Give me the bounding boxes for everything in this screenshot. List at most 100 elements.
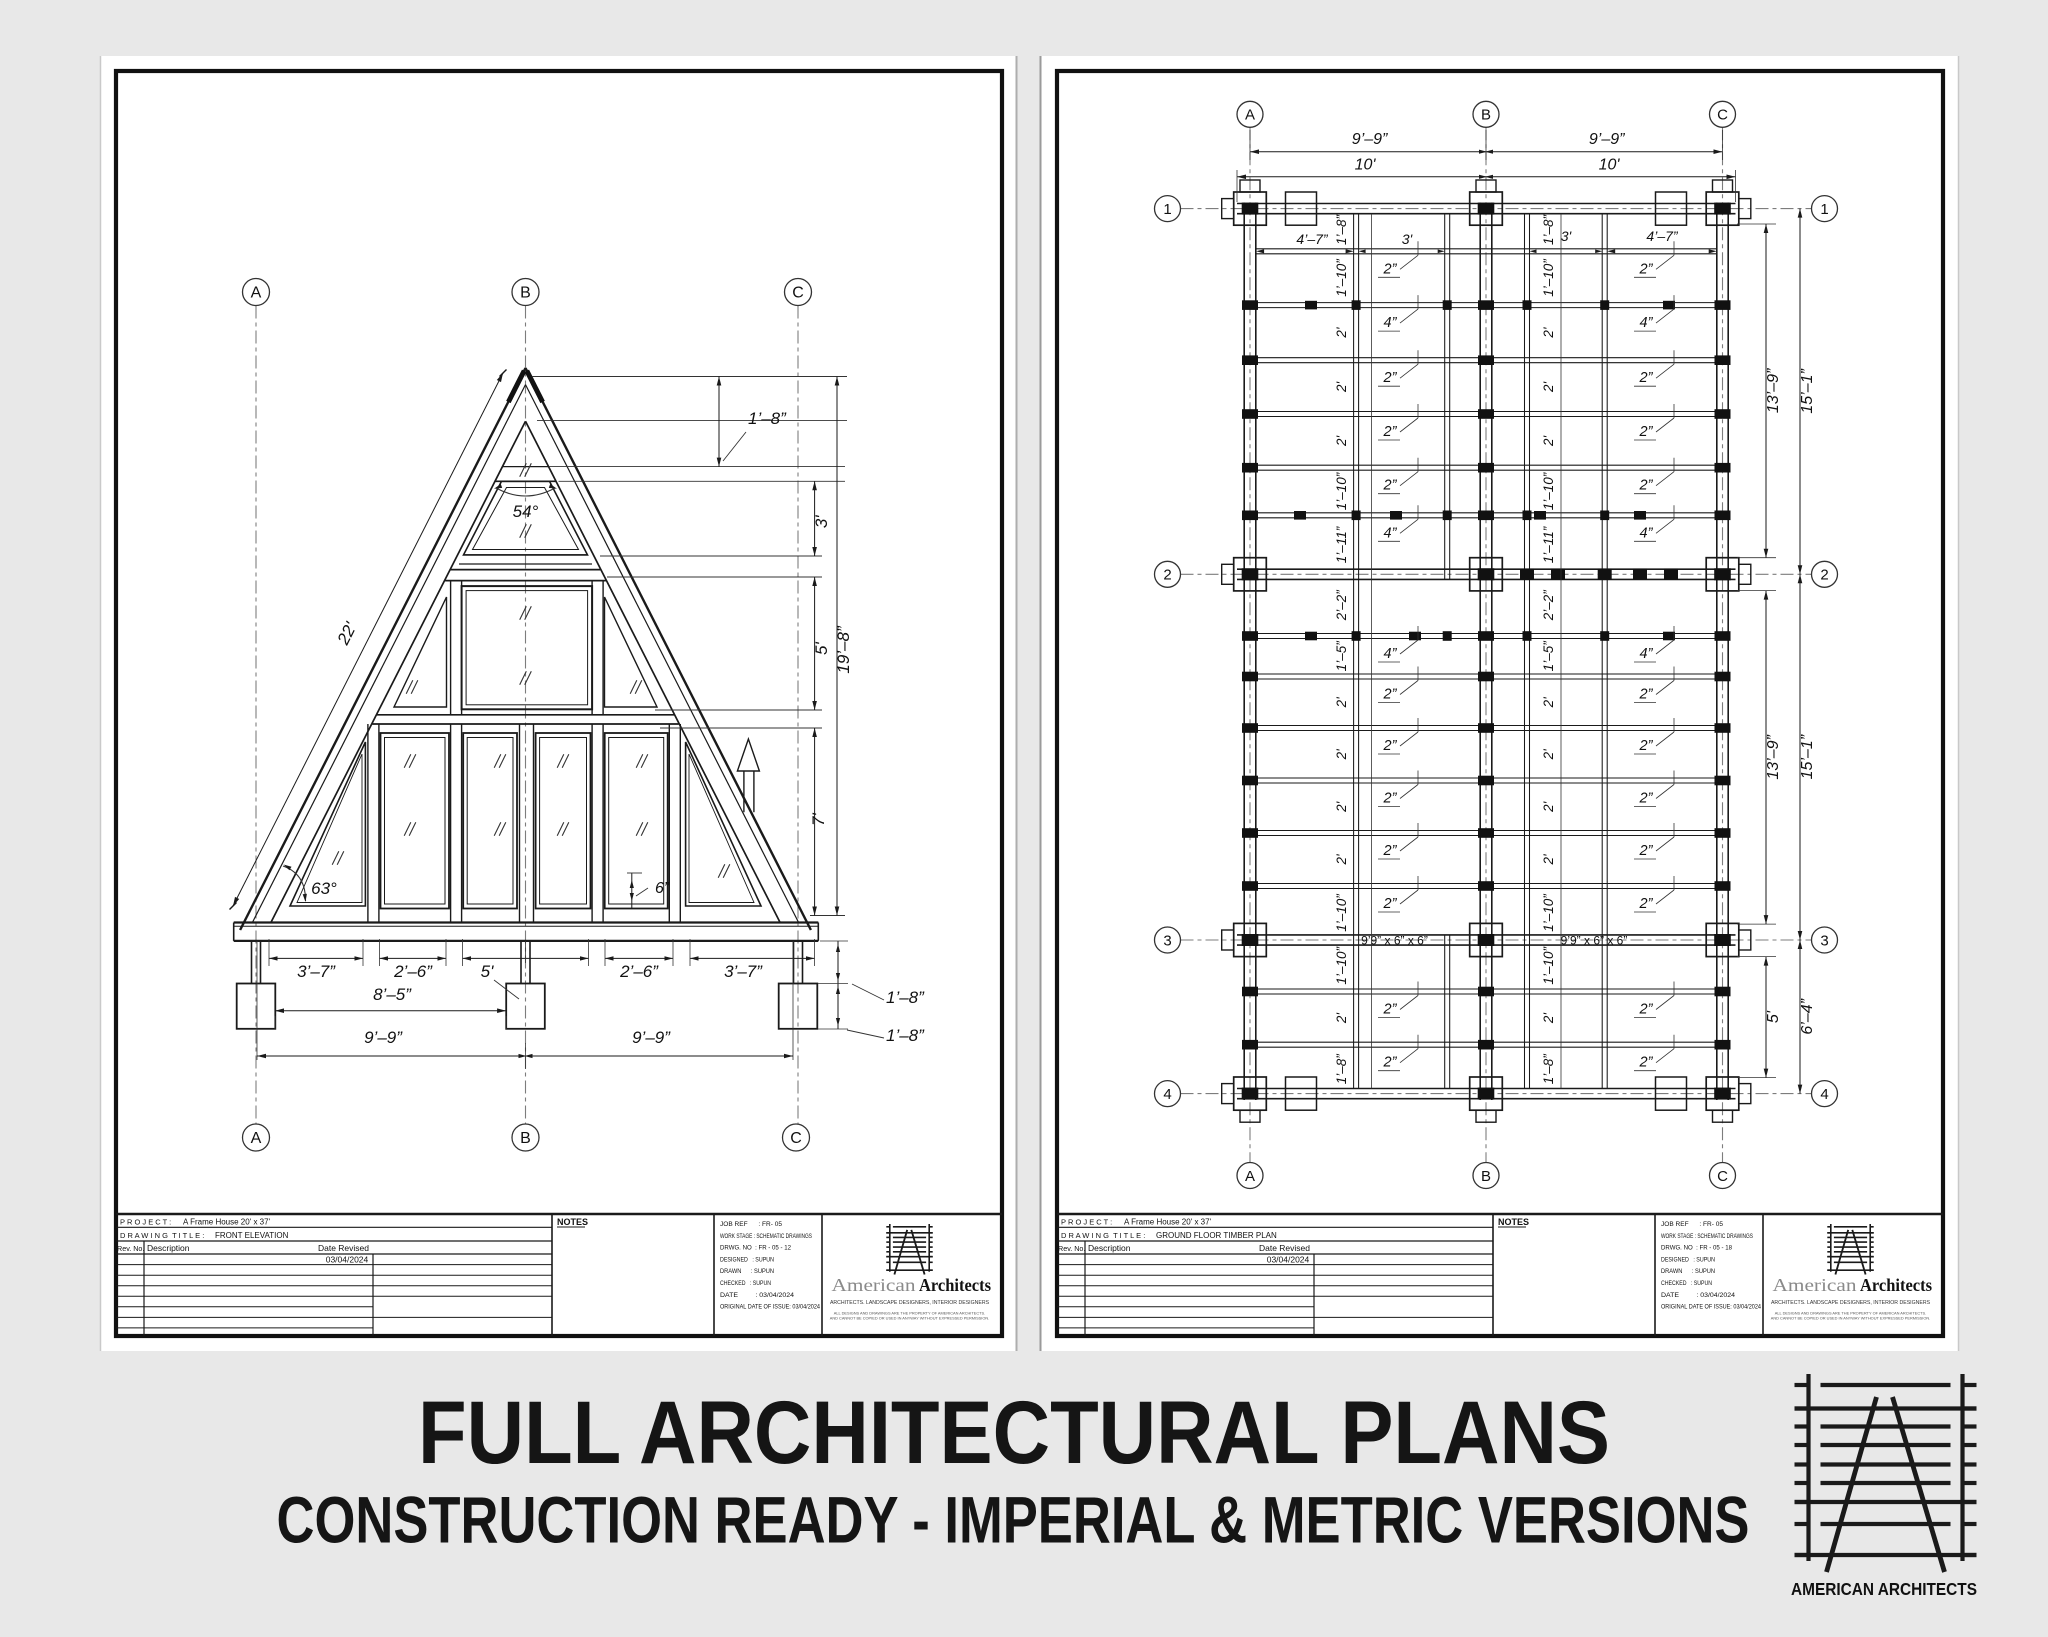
svg-text:B: B xyxy=(520,285,531,302)
svg-text:15’–1”: 15’–1” xyxy=(1799,734,1816,779)
svg-text:1’–10”: 1’–10” xyxy=(1334,259,1349,297)
svg-text:2’–2”: 2’–2” xyxy=(1334,590,1349,622)
svg-text:A: A xyxy=(1245,107,1255,124)
svg-text:DESIGNED : SUPUN: DESIGNED : SUPUN xyxy=(1661,1256,1715,1263)
svg-text:2': 2' xyxy=(1541,854,1556,866)
svg-text:2”: 2” xyxy=(1383,478,1398,494)
svg-text:3’–7”: 3’–7” xyxy=(724,962,763,981)
svg-text:American: American xyxy=(1773,1275,1857,1295)
svg-text:4”: 4” xyxy=(1384,646,1398,662)
svg-text:9’–9”: 9’–9” xyxy=(364,1028,403,1047)
svg-text:2”: 2” xyxy=(1383,791,1398,807)
svg-text:DRWG. NO : FR - 05 - 12: DRWG. NO : FR - 05 - 12 xyxy=(720,1245,792,1252)
svg-text:ALL DESIGNS AND DRAWINGS ARE T: ALL DESIGNS AND DRAWINGS ARE THE PROPERT… xyxy=(1775,1311,1926,1316)
svg-text:CONSTRUCTION READY - IMPERIAL: CONSTRUCTION READY - IMPERIAL & METRIC V… xyxy=(277,1484,1750,1557)
svg-text:2”: 2” xyxy=(1639,896,1654,912)
svg-text:2': 2' xyxy=(1541,697,1556,709)
svg-text:2': 2' xyxy=(1334,749,1349,761)
svg-text:2': 2' xyxy=(1541,1013,1556,1025)
svg-text:2: 2 xyxy=(1820,567,1828,584)
svg-text:C: C xyxy=(790,1130,802,1147)
svg-text:2”: 2” xyxy=(1383,687,1398,703)
svg-text:1’–5”: 1’–5” xyxy=(1334,641,1349,672)
svg-text:2”: 2” xyxy=(1639,843,1654,859)
svg-text:2': 2' xyxy=(1334,436,1349,448)
svg-text:A Frame House 20' x 37': A Frame House 20' x 37' xyxy=(183,1218,271,1227)
svg-text:2': 2' xyxy=(1334,327,1349,339)
svg-text:B: B xyxy=(1481,107,1491,124)
svg-text:DRAWN : SUPUN: DRAWN : SUPUN xyxy=(1661,1268,1715,1275)
svg-text:2”: 2” xyxy=(1639,1002,1654,1018)
svg-text:P R O J E C T :: P R O J E C T : xyxy=(120,1218,171,1227)
svg-text:3': 3' xyxy=(1561,228,1573,244)
svg-text:1’–10”: 1’–10” xyxy=(1541,259,1556,297)
svg-text:03/04/2024: 03/04/2024 xyxy=(1267,1255,1310,1265)
svg-text:A Frame House 20' x 37': A Frame House 20' x 37' xyxy=(1124,1218,1212,1227)
svg-text:1: 1 xyxy=(1163,201,1171,218)
svg-text:2': 2' xyxy=(1334,854,1349,866)
svg-text:C: C xyxy=(1717,1168,1728,1185)
svg-text:1’–8”: 1’–8” xyxy=(886,1026,925,1045)
svg-text:CHECKED : SUPUN: CHECKED : SUPUN xyxy=(720,1280,771,1287)
svg-text:2”: 2” xyxy=(1383,896,1398,912)
svg-text:B: B xyxy=(520,1130,531,1147)
svg-text:6”: 6” xyxy=(655,880,670,897)
svg-text:C: C xyxy=(1717,107,1728,124)
svg-text:2': 2' xyxy=(1334,1013,1349,1025)
svg-text:2’–6”: 2’–6” xyxy=(393,962,433,981)
svg-text:2”: 2” xyxy=(1639,1055,1654,1071)
svg-text:American: American xyxy=(832,1275,916,1295)
svg-text:DESIGNED : SUPUN: DESIGNED : SUPUN xyxy=(720,1256,774,1263)
svg-text:WORK STAGE : SCHEMATIC DRAWING: WORK STAGE : SCHEMATIC DRAWINGS xyxy=(720,1233,812,1240)
svg-text:3': 3' xyxy=(1402,231,1414,247)
svg-text:Date Revised: Date Revised xyxy=(318,1243,369,1253)
svg-text:ARCHITECTS. LANDSCAPE DESIGNER: ARCHITECTS. LANDSCAPE DESIGNERS, INTERIO… xyxy=(830,1300,990,1306)
svg-text:1’–10”: 1’–10” xyxy=(1334,894,1349,932)
svg-text:Description: Description xyxy=(1088,1243,1131,1253)
svg-text:15’–1”: 15’–1” xyxy=(1799,368,1816,413)
svg-text:2”: 2” xyxy=(1639,791,1654,807)
svg-text:1’–8”: 1’–8” xyxy=(1541,214,1556,245)
svg-text:JOB REF : FR- 05: JOB REF : FR- 05 xyxy=(720,1221,783,1228)
svg-text:2': 2' xyxy=(1541,801,1556,813)
svg-text:Architects: Architects xyxy=(919,1275,991,1295)
svg-text:63°: 63° xyxy=(311,879,337,898)
svg-text:54°: 54° xyxy=(513,502,539,521)
svg-text:B: B xyxy=(1481,1168,1491,1185)
svg-text:AMERICAN ARCHITECTS: AMERICAN ARCHITECTS xyxy=(1791,1579,1977,1599)
svg-text:2”: 2” xyxy=(1383,843,1398,859)
svg-text:DATE : 03/04/2024: DATE : 03/04/2024 xyxy=(720,1292,795,1299)
svg-text:4’–7”: 4’–7” xyxy=(1296,231,1328,247)
svg-text:9’–9”: 9’–9” xyxy=(1352,131,1388,148)
svg-text:AND CANNOT BE COPIED OR USED: AND CANNOT BE COPIED OR USED IN ANYWAY W… xyxy=(1771,1316,1931,1321)
svg-text:1’–10”: 1’–10” xyxy=(1541,894,1556,932)
svg-text:JOB REF : FR- 05: JOB REF : FR- 05 xyxy=(1661,1221,1724,1228)
svg-text:2’–2”: 2’–2” xyxy=(1541,590,1556,622)
svg-text:1’–10”: 1’–10” xyxy=(1541,472,1556,510)
svg-text:4”: 4” xyxy=(1640,646,1654,662)
svg-text:4’–7”: 4’–7” xyxy=(1646,228,1678,244)
svg-text:WORK STAGE : SCHEMATIC DRAWING: WORK STAGE : SCHEMATIC DRAWINGS xyxy=(1661,1233,1753,1240)
svg-text:GROUND FLOOR TIMBER PLAN: GROUND FLOOR TIMBER PLAN xyxy=(1156,1231,1277,1240)
svg-text:2': 2' xyxy=(1334,801,1349,813)
svg-text:2”: 2” xyxy=(1383,1002,1398,1018)
svg-text:3’–7”: 3’–7” xyxy=(297,962,336,981)
svg-text:9’–9”: 9’–9” xyxy=(632,1028,671,1047)
svg-text:Architects: Architects xyxy=(1860,1275,1932,1295)
svg-text:03/04/2024: 03/04/2024 xyxy=(326,1255,369,1265)
svg-text:3: 3 xyxy=(1163,932,1171,949)
svg-text:DRAWN : SUPUN: DRAWN : SUPUN xyxy=(720,1268,774,1275)
svg-text:2”: 2” xyxy=(1383,738,1398,754)
svg-text:A: A xyxy=(251,1130,262,1147)
svg-text:13’–9”: 13’–9” xyxy=(1765,368,1782,413)
svg-text:A: A xyxy=(251,285,262,302)
svg-text:13’–9”: 13’–9” xyxy=(1765,734,1782,779)
svg-text:A: A xyxy=(1245,1168,1255,1185)
svg-text:19’–8”: 19’–8” xyxy=(834,625,853,674)
svg-text:2': 2' xyxy=(1541,327,1556,339)
svg-text:1’–11”: 1’–11” xyxy=(1334,526,1349,563)
svg-text:1: 1 xyxy=(1820,201,1828,218)
svg-text:1’–8”: 1’–8” xyxy=(1334,214,1349,245)
svg-text:4: 4 xyxy=(1820,1086,1828,1103)
svg-text:Description: Description xyxy=(147,1243,190,1253)
